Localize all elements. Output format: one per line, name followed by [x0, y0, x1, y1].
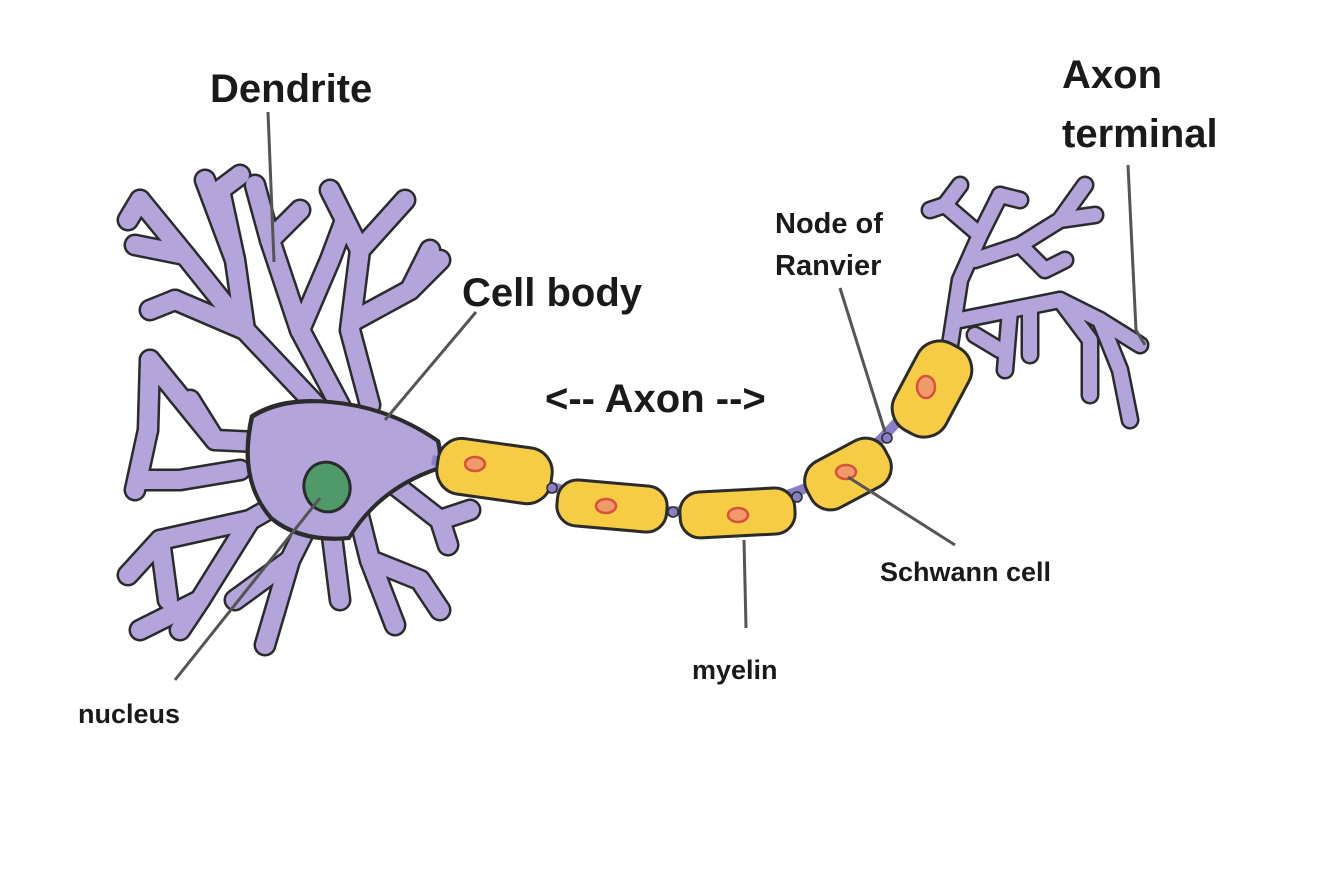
node-of-ranvier-label-line2: Ranvier	[775, 250, 881, 282]
myelin-leader	[742, 539, 748, 629]
schwann-cell-label: Schwann cell	[880, 557, 1051, 587]
node-of-ranvier	[791, 491, 803, 503]
axon-label: <-- Axon -->	[545, 377, 766, 421]
axon-terminal-label-line2: terminal	[1062, 112, 1218, 156]
schwann-cell-leader	[847, 475, 956, 547]
node-of-ranvier-leader	[838, 287, 887, 433]
dendrite-label: Dendrite	[210, 67, 372, 111]
myelin-label: myelin	[692, 655, 778, 685]
leader-lines	[173, 111, 1147, 681]
nucleus-label: nucleus	[78, 699, 180, 729]
schwann-nucleus	[594, 497, 618, 515]
axon-terminal-leader	[1126, 164, 1147, 346]
cell-body-label: Cell body	[462, 271, 643, 315]
myelin-segment	[435, 436, 554, 506]
axon-terminal-label-line1: Axon	[1062, 53, 1162, 97]
nucleus-shape	[302, 460, 352, 514]
node-of-ranvier	[881, 432, 893, 444]
nucleus-leader	[173, 497, 322, 681]
cell-body-leader	[383, 311, 478, 421]
schwann-nucleus	[915, 374, 937, 400]
nodes-of-ranvier	[546, 432, 893, 518]
dendrite-leader	[266, 111, 276, 263]
schwann-nucleus	[834, 463, 858, 481]
node-of-ranvier	[546, 482, 558, 494]
node-of-ranvier-label-line1: Node of	[775, 208, 883, 240]
schwann-nucleus	[726, 506, 750, 524]
node-of-ranvier	[667, 506, 679, 518]
schwann-nucleus	[463, 455, 487, 473]
